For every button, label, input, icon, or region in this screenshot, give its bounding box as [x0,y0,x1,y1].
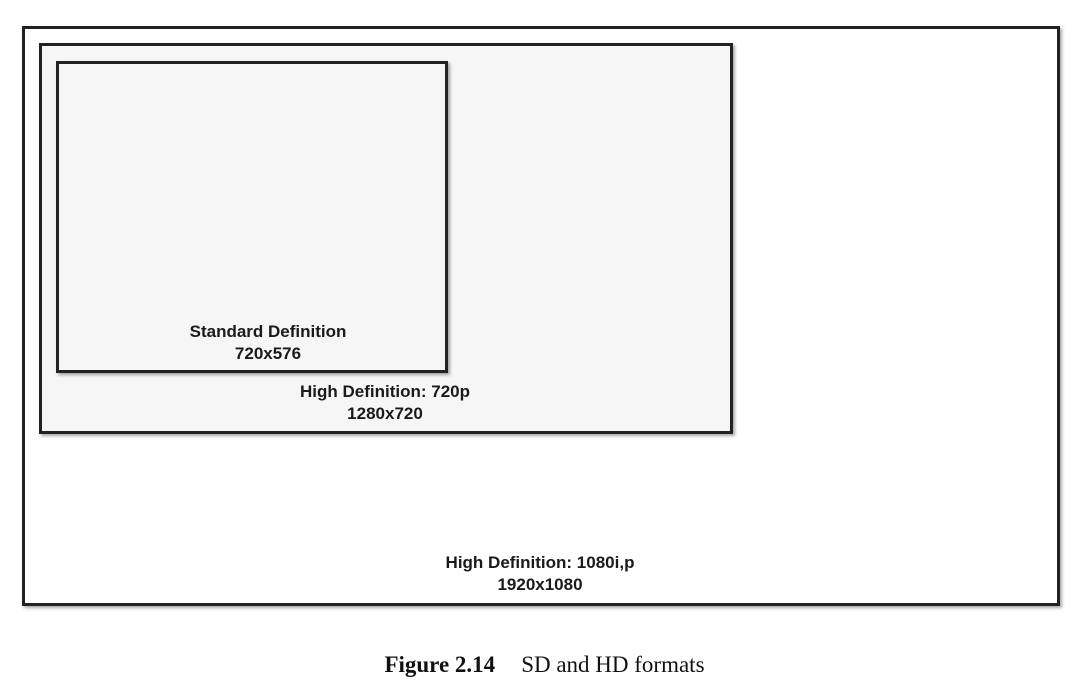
hd-720-resolution: 1280x720 [347,404,423,423]
hd-720-title: High Definition: 720p [300,382,470,401]
figure-number: Figure 2.14 [384,652,496,677]
sd-resolution: 720x576 [234,344,302,363]
hd-1080-title: High Definition: 1080i,p [445,553,635,572]
sd-title: Standard Definition [189,322,347,341]
figure-caption-text: SD and HD formats [521,652,705,677]
hd-1080-resolution: 1920x1080 [497,575,583,594]
sd-label: Standard Definition 720x576 [168,321,368,365]
figure-caption: Figure 2.14 SD and HD formats [0,652,1089,678]
hd-1080-label: High Definition: 1080i,p 1920x1080 [420,552,660,596]
hd-720-label: High Definition: 720p 1280x720 [285,381,485,425]
sd-frame [56,61,448,373]
